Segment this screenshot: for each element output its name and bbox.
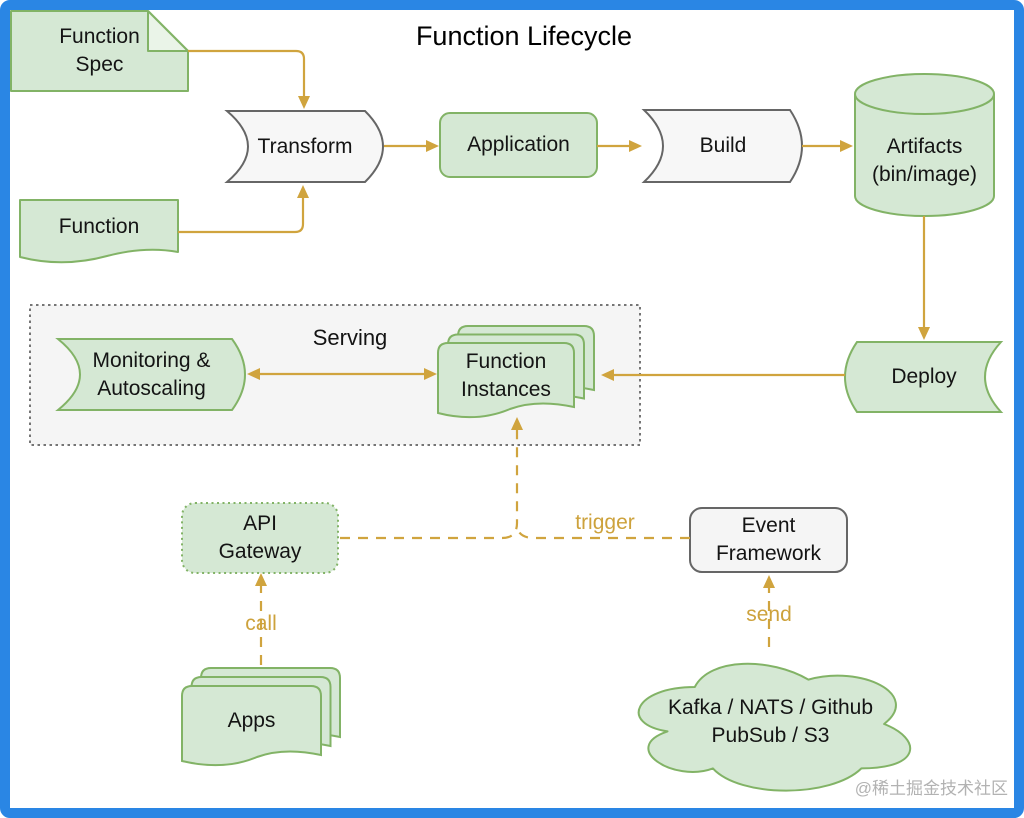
arrowhead-trigger	[511, 417, 523, 430]
call-edge-label: call	[245, 612, 277, 635]
solid-arrowheads	[247, 96, 930, 381]
application-label: Application	[467, 133, 570, 156]
api-gateway-shape	[181, 502, 339, 574]
serving-group-label: Serving	[312, 325, 388, 350]
send-edge-label: send	[746, 603, 792, 626]
edge-spec-to-transform	[188, 49, 306, 96]
event-sources-label: Kafka / NATS / Github PubSub / S3	[667, 695, 874, 747]
arrowhead-monitoring	[247, 368, 260, 380]
build-shape	[641, 109, 803, 183]
dashed-connectors	[259, 429, 771, 665]
solid-connectors	[178, 49, 926, 377]
edge-eventfw-trigger	[515, 526, 690, 540]
artifacts-label: Artifacts (bin/image)	[871, 135, 978, 186]
function-instances-shape	[437, 325, 595, 419]
arrowhead-send	[763, 575, 775, 588]
arrowhead-artifacts	[840, 140, 853, 152]
arrowhead-down-transform	[298, 96, 310, 109]
arrowhead-deploy	[918, 327, 930, 340]
event-framework-shape	[689, 507, 848, 573]
arrowhead-instances-from-monitoring	[424, 368, 437, 380]
arrowhead-call	[255, 573, 267, 586]
watermark: @稀土掘金技术社区	[854, 779, 1008, 798]
arrowhead-up-transform	[297, 185, 309, 198]
transform-label: Transform	[257, 134, 353, 158]
function-label: Function	[58, 214, 140, 238]
monitoring-shape	[55, 338, 246, 411]
apps-shape	[181, 667, 341, 767]
function-instances-label: Function Instances	[461, 350, 551, 401]
transform-shape	[224, 110, 384, 183]
function-spec-shape	[10, 10, 189, 92]
note-fold-corner	[147, 10, 189, 52]
event-framework-label: Event Framework	[715, 514, 821, 565]
deploy-shape	[844, 341, 1004, 413]
diagram-title: Function Lifecycle	[415, 21, 633, 51]
api-gateway-label: API Gateway	[218, 512, 302, 563]
edge-apigw-trigger	[340, 429, 519, 540]
arrowhead-instances-from-deploy	[601, 369, 614, 381]
apps-label: Apps	[227, 708, 276, 732]
function-shape	[19, 199, 179, 264]
deploy-label: Deploy	[891, 365, 957, 388]
artifacts-shape	[854, 73, 995, 217]
build-label: Build	[699, 134, 747, 157]
dashed-arrowheads	[255, 417, 775, 588]
function-spec-label: Function Spec	[59, 25, 140, 76]
trigger-edge-label: trigger	[575, 511, 635, 534]
arrowhead-application	[426, 140, 439, 152]
monitoring-label: Monitoring & Autoscaling	[92, 348, 211, 400]
event-sources-cloud-shape	[637, 662, 912, 792]
arrowhead-build	[629, 140, 642, 152]
edge-function-to-transform	[178, 197, 305, 234]
